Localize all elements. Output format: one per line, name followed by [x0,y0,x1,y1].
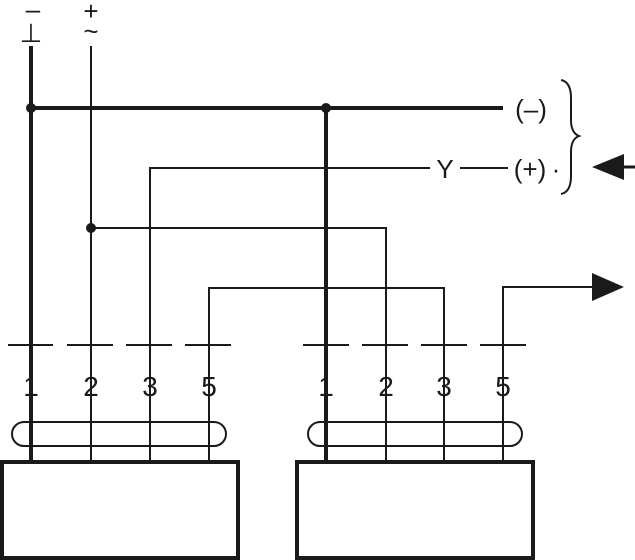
junction-dot [26,103,36,113]
terminal-label: 5 [495,371,511,402]
pos-signal-dot: · [552,154,561,184]
output-arrow-icon [592,273,624,301]
junction-dot [321,103,331,113]
terminal-label: 2 [378,371,394,402]
minus-symbol: – [26,0,41,24]
terminal-label: 1 [23,371,39,402]
ac-symbol: ~ [83,16,98,46]
signal-brace [560,79,582,195]
left-device-box [0,460,240,560]
neg-signal-label: (–) [515,94,547,124]
right-device-box [295,460,535,560]
pos-signal-label: (+) [514,154,547,184]
y-label: Y [436,154,453,184]
terminal-label: 1 [318,371,334,402]
terminal-wire-stubs [149,330,210,462]
junction-dot [86,223,96,233]
plus-symbol: + [83,0,98,26]
right5-output-wire [502,286,592,462]
ground-symbol: ⊥ [20,18,43,48]
right-cable-sheath [307,421,523,447]
terminal-label: 3 [436,371,452,402]
left-cable-sheath [11,421,227,447]
y-signal-wire [149,167,430,462]
supply-to-right-2 [91,227,387,462]
terminal-label: 2 [83,371,99,402]
